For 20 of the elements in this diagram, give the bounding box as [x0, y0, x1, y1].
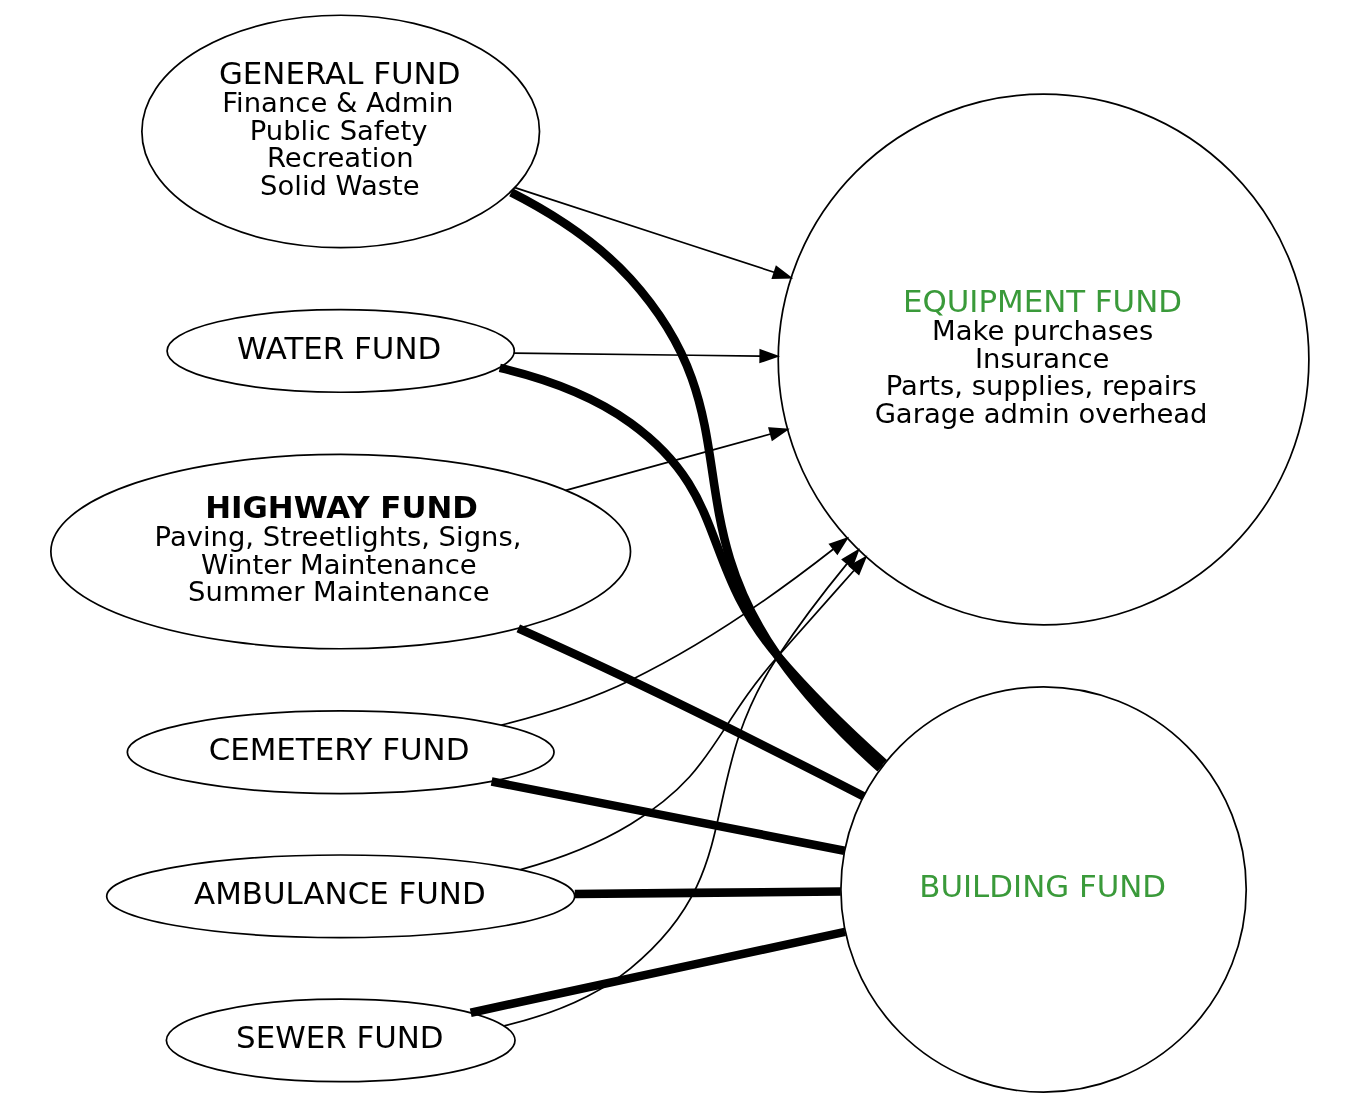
connector — [516, 624, 866, 801]
node-circle: BUILDING FUND — [839, 685, 1247, 1093]
connector — [508, 188, 883, 772]
node-ellipse: WATER FUND — [165, 308, 515, 394]
connector — [469, 927, 846, 1017]
node-circle: EQUIPMENT FUND Make purchases Insurance Parts, supplies, repairs Garage admin overhead — [776, 93, 1310, 626]
node-ellipse: CEMETERY FUND — [126, 710, 555, 795]
node-ellipse: SEWER FUND — [165, 998, 516, 1083]
arrow — [502, 548, 860, 1027]
arrow — [499, 536, 849, 726]
node-ellipse: AMBULANCE FUND — [105, 854, 576, 939]
node-ellipse: GENERAL FUND Finance & Admin Public Safety Recreation Solid Waste — [140, 14, 540, 249]
connector — [490, 777, 845, 855]
connector — [574, 887, 841, 899]
arrow — [512, 348, 780, 364]
arrow — [513, 186, 793, 279]
node-ellipse: HIGHWAY FUND Paving, Streetlights, Signs, Winter Maintenance Summer Maintenance — [49, 453, 631, 650]
arrow — [564, 427, 790, 492]
connector — [498, 363, 887, 767]
arrow — [519, 555, 867, 871]
